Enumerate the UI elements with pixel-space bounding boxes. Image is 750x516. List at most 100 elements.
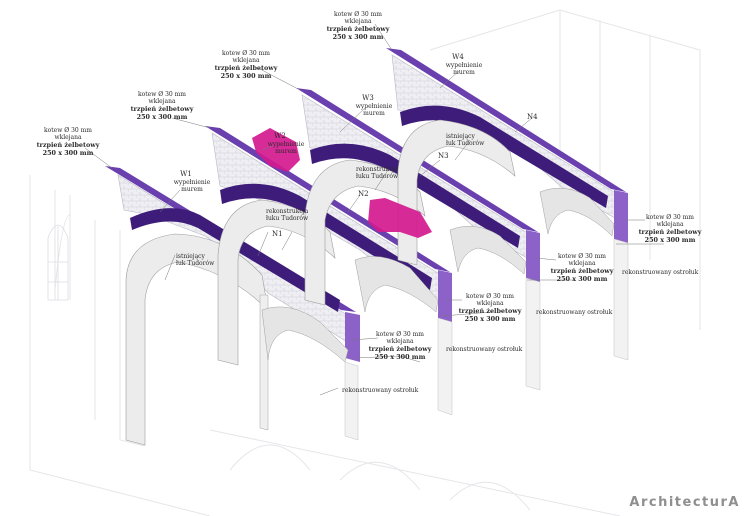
label-w3: W3 wypełnienie murem <box>356 94 393 117</box>
anchor-w3 <box>526 230 540 282</box>
svg-text:250 x 300 mm: 250 x 300 mm <box>375 353 426 361</box>
svg-text:wypełnienie: wypełnienie <box>268 141 305 148</box>
svg-text:trzpień żelbetowy: trzpień żelbetowy <box>37 141 100 149</box>
svg-text:wypełnienie: wypełnienie <box>446 62 483 69</box>
arch-w1-right <box>261 306 349 363</box>
svg-text:250 x 300 mm: 250 x 300 mm <box>43 149 94 157</box>
svg-text:trzpień żelbetowy: trzpień żelbetowy <box>639 228 702 236</box>
frame-4 <box>386 48 628 266</box>
svg-text:istniejący: istniejący <box>446 133 476 140</box>
arch-w2 <box>217 199 336 366</box>
anchor-annotation-8: kotew Ø 30 mm wklejana trzpień żelbetowy… <box>639 214 702 244</box>
svg-text:łuku Tudorów: łuku Tudorów <box>356 173 399 180</box>
label-recon-pointed-3: rekonstruowany ostrołuk <box>536 309 613 316</box>
label-n1: N1 <box>272 230 283 238</box>
magenta-reconstruction-upper <box>252 128 300 172</box>
svg-text:wklejana: wklejana <box>344 18 372 25</box>
svg-text:łuku Tudorów: łuku Tudorów <box>266 215 309 222</box>
arch-w1 <box>125 233 269 446</box>
anchor-annotation-4: kotew Ø 30 mm wklejana trzpień żelbetowy… <box>327 11 390 41</box>
background-walls <box>29 9 701 516</box>
anchor-annotation-7: kotew Ø 30 mm wklejana trzpień żelbetowy… <box>551 253 614 283</box>
svg-text:kotew Ø 30 mm: kotew Ø 30 mm <box>138 91 186 98</box>
svg-text:wklejana: wklejana <box>148 98 176 105</box>
label-recon-tudor-2: rekonstrukcja łuku Tudorów <box>356 166 399 180</box>
label-recon-pointed-1: rekonstruowany ostrołuk <box>342 387 419 394</box>
svg-text:250 x 300 mm: 250 x 300 mm <box>137 113 188 121</box>
svg-text:kotew Ø 30 mm: kotew Ø 30 mm <box>646 214 694 221</box>
label-recon-pointed-2: rekonstruowany ostrołuk <box>446 346 523 353</box>
arch-w4-right <box>539 187 615 237</box>
magenta-reconstruction-lower <box>368 198 432 238</box>
svg-text:kotew Ø 30 mm: kotew Ø 30 mm <box>466 293 514 300</box>
svg-text:trzpień żelbetowy: trzpień żelbetowy <box>459 307 522 315</box>
tie-beam-w2 <box>220 183 432 290</box>
svg-text:250 x 300 mm: 250 x 300 mm <box>333 33 384 41</box>
svg-text:W2: W2 <box>274 132 286 140</box>
label-existing-tudor-1: istniejący łuk Tudorów <box>176 253 215 267</box>
label-recon-pointed-4: rekonstruowany ostrołuk <box>622 269 699 276</box>
svg-text:murem: murem <box>363 110 385 117</box>
svg-text:murem: murem <box>181 186 203 193</box>
svg-text:murem: murem <box>453 69 475 76</box>
anchor-w4 <box>614 190 628 243</box>
label-n2: N2 <box>358 190 369 198</box>
svg-text:W3: W3 <box>362 94 374 102</box>
svg-text:rekonstrukcja: rekonstrukcja <box>356 166 399 173</box>
svg-text:trzpień żelbetowy: trzpień żelbetowy <box>131 105 194 113</box>
svg-text:wklejana: wklejana <box>656 221 684 228</box>
svg-text:trzpień żelbetowy: trzpień żelbetowy <box>327 25 390 33</box>
anchor-annotation-3: kotew Ø 30 mm wklejana trzpień żelbetowy… <box>215 50 278 80</box>
anchor-annotation-2: kotew Ø 30 mm wklejana trzpień żelbetowy… <box>131 91 194 121</box>
tie-beam-w3 <box>310 143 520 248</box>
svg-text:rekonstrukcja: rekonstrukcja <box>266 208 309 215</box>
svg-text:250 x 300 mm: 250 x 300 mm <box>465 315 516 323</box>
svg-text:W4: W4 <box>452 53 464 61</box>
svg-text:250 x 300 mm: 250 x 300 mm <box>221 72 272 80</box>
svg-text:wklejana: wklejana <box>54 134 82 141</box>
anchor-annotation-5: kotew Ø 30 mm wklejana trzpień żelbetowy… <box>369 331 432 361</box>
svg-text:250 x 300 mm: 250 x 300 mm <box>557 275 608 283</box>
svg-text:250 x 300 mm: 250 x 300 mm <box>645 236 696 244</box>
leader-lines <box>84 23 664 396</box>
svg-text:kotew Ø 30 mm: kotew Ø 30 mm <box>44 127 92 134</box>
svg-text:łuk Tudorów: łuk Tudorów <box>176 260 215 267</box>
svg-text:murem: murem <box>275 148 297 155</box>
svg-text:łuk Tudorów: łuk Tudorów <box>446 140 485 147</box>
top-band-w4 <box>386 48 626 192</box>
arch-w2-right <box>354 256 439 313</box>
svg-text:istniejący: istniejący <box>176 253 206 260</box>
svg-text:kotew Ø 30 mm: kotew Ø 30 mm <box>222 50 270 57</box>
svg-text:kotew Ø 30 mm: kotew Ø 30 mm <box>376 331 424 338</box>
anchor-annotation-6: kotew Ø 30 mm wklejana trzpień żelbetowy… <box>459 293 522 323</box>
svg-text:wypełnienie: wypełnienie <box>174 179 211 186</box>
svg-text:wklejana: wklejana <box>568 260 596 267</box>
svg-text:wypełnienie: wypełnienie <box>356 103 393 110</box>
lower-pillars <box>344 238 629 441</box>
svg-text:trzpień żelbetowy: trzpień żelbetowy <box>215 64 278 72</box>
svg-text:kotew Ø 30 mm: kotew Ø 30 mm <box>334 11 382 18</box>
background-window <box>47 224 69 301</box>
anchor-w2 <box>438 270 452 322</box>
label-recon-tudor-1: rekonstrukcja łuku Tudorów <box>266 208 309 222</box>
arch-w3-right <box>449 225 527 275</box>
svg-text:wklejana: wklejana <box>476 300 504 307</box>
arch-w3 <box>304 159 426 306</box>
label-w1: W1 wypełnienie murem <box>174 170 211 193</box>
svg-text:kotew Ø 30 mm: kotew Ø 30 mm <box>558 253 606 260</box>
label-n3: N3 <box>438 152 449 160</box>
anchor-annotation-1: kotew Ø 30 mm wklejana trzpień żelbetowy… <box>37 127 100 157</box>
label-w2: W2 wypełnienie murem <box>268 132 305 155</box>
svg-text:trzpień żelbetowy: trzpień żelbetowy <box>369 345 432 353</box>
label-existing-tudor-2: istniejący łuk Tudorów <box>446 133 485 147</box>
svg-text:wklejana: wklejana <box>386 338 414 345</box>
tie-beam-w4 <box>400 105 608 208</box>
svg-text:trzpień żelbetowy: trzpień żelbetowy <box>551 267 614 275</box>
svg-text:wklejana: wklejana <box>232 57 260 64</box>
svg-text:W1: W1 <box>180 170 192 178</box>
label-n4: N4 <box>527 113 538 121</box>
anchor-w1 <box>345 312 360 362</box>
arch-w4 <box>397 119 516 266</box>
